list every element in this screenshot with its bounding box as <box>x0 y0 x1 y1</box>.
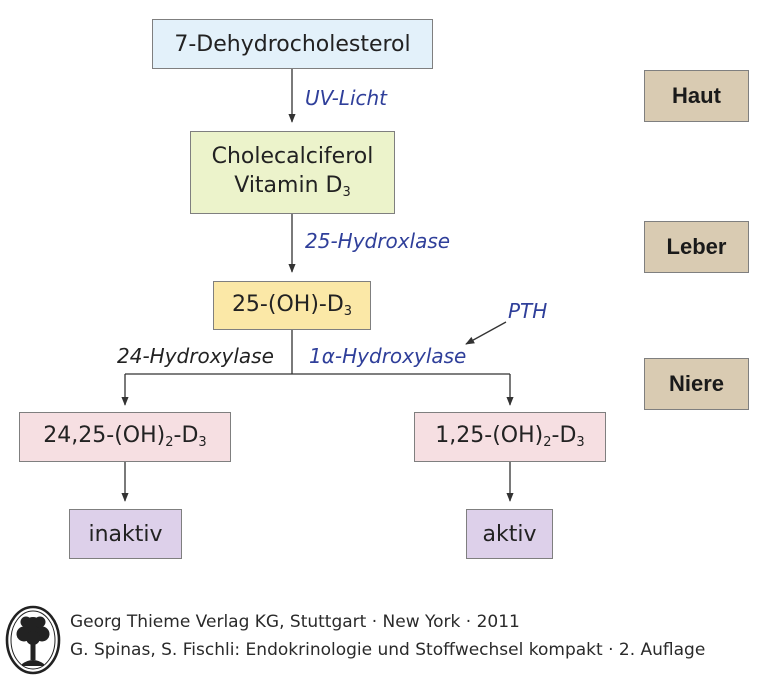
right-metabolite-sub1: 2 <box>543 435 552 450</box>
enzyme-1a-hydroxylase: 1α-Hydroxylase <box>309 344 467 368</box>
right-metabolite-text-b: -D <box>551 423 577 448</box>
footer-publisher: Georg Thieme Verlag KG, Stuttgart · New … <box>70 612 520 632</box>
footer-book: G. Spinas, S. Fischli: Endokrinologie un… <box>70 640 706 660</box>
thieme-tree-logo-icon <box>5 605 61 675</box>
node-1-25-oh2-d3: 1,25-(OH)2-D3 <box>414 412 606 462</box>
left-metabolite-sub2: 3 <box>198 435 207 450</box>
right-metabolite-sub2: 3 <box>576 435 585 450</box>
enzyme-25-hydroxlase: 25-Hydroxlase <box>305 229 451 253</box>
node-aktiv-label: aktiv <box>482 521 537 547</box>
node-cholecalciferol-line2: Vitamin D3 <box>234 171 351 203</box>
organ-leber-label: Leber <box>666 234 727 259</box>
node-24-25-oh2-d3-label: 24,25-(OH)2-D3 <box>43 421 206 453</box>
organ-niere: Niere <box>644 358 749 410</box>
node-cholecalciferol-line1: Cholecalciferol <box>211 144 374 169</box>
right-metabolite-text-a: 1,25-(OH) <box>435 423 544 448</box>
left-metabolite-text-b: -D <box>173 423 199 448</box>
node-7-dehydrocholesterol: 7-Dehydrocholesterol <box>152 19 433 69</box>
organ-haut: Haut <box>644 70 749 122</box>
node-aktiv: aktiv <box>466 509 553 559</box>
arrow-pth <box>465 321 507 345</box>
node-1-25-oh2-d3-label: 1,25-(OH)2-D3 <box>435 421 584 453</box>
node-25-oh-d3-label: 25-(OH)-D3 <box>232 290 352 322</box>
left-metabolite-sub1: 2 <box>165 435 174 450</box>
organ-leber: Leber <box>644 221 749 273</box>
enzyme-pth: PTH <box>508 299 548 323</box>
node-cholecalciferol: Cholecalciferol Vitamin D3 <box>190 131 395 214</box>
organ-niere-label: Niere <box>668 371 725 396</box>
enzyme-24-hydroxylase: 24-Hydroxylase <box>117 344 274 368</box>
node-25-oh-d3-subscript: 3 <box>343 303 353 319</box>
left-metabolite-text-a: 24,25-(OH) <box>43 423 166 448</box>
enzyme-uv-licht: UV-Licht <box>305 86 388 110</box>
vitamin-d-label: Vitamin D <box>234 173 343 198</box>
node-inaktiv-label: inaktiv <box>88 521 163 547</box>
node-24-25-oh2-d3: 24,25-(OH)2-D3 <box>19 412 231 462</box>
node-7-dehydrocholesterol-label: 7-Dehydrocholesterol <box>174 31 411 57</box>
vitamin-d-subscript: 3 <box>342 185 351 200</box>
organ-haut-label: Haut <box>672 83 721 108</box>
node-25-oh-d3: 25-(OH)-D3 <box>213 281 371 330</box>
node-inaktiv: inaktiv <box>69 509 182 559</box>
node-25-oh-d3-text: 25-(OH)-D <box>231 291 344 317</box>
